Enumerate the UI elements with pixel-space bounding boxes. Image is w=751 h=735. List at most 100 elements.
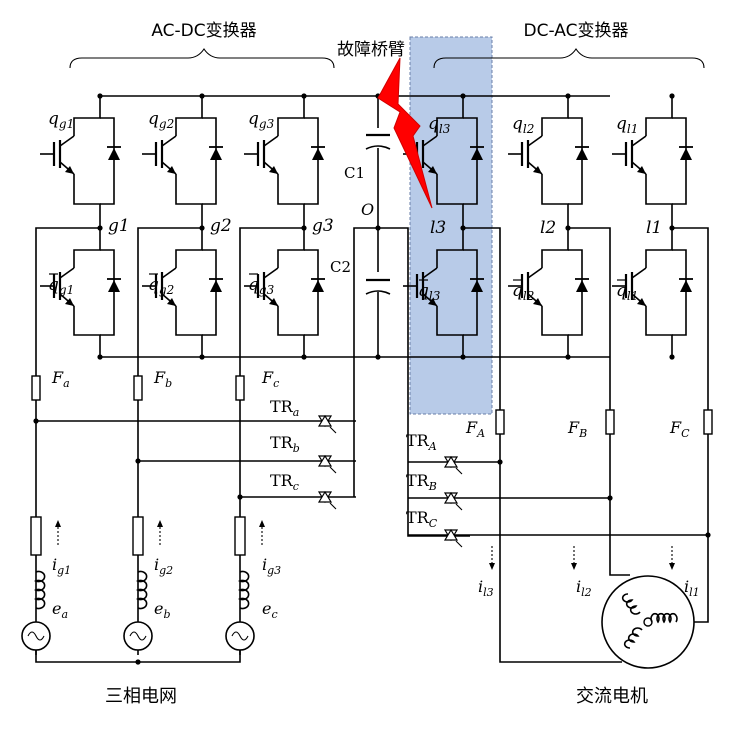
midpoint-label: O	[361, 200, 374, 219]
igbt-arrow	[269, 166, 278, 174]
triac-half-b	[443, 528, 459, 541]
fault-bolt-icon	[377, 57, 433, 209]
igbt-lower-l1	[612, 228, 693, 357]
igbt-upper-l3	[403, 96, 484, 226]
fuse-grid-label: Fc	[261, 368, 279, 390]
igbt-lower-l3	[403, 228, 484, 357]
diode-lead	[463, 249, 478, 336]
triac-motor-b	[443, 491, 463, 511]
neutral-wire-motor	[378, 227, 470, 537]
igbt-collector-lead	[541, 228, 569, 268]
junction-dot	[237, 494, 243, 500]
igbt-upper-g3	[244, 96, 325, 226]
igbt-upper-g1	[40, 96, 121, 226]
switch-label-qbl3: ql3	[418, 281, 441, 303]
current-motor-label: il2	[576, 577, 592, 599]
igbt-emitter-lead	[277, 306, 305, 357]
igbt-emitter-lead	[541, 306, 569, 357]
grid-inductor-1	[33, 570, 46, 610]
igbt-collector-lead	[73, 228, 101, 268]
igbt-collector	[422, 135, 438, 147]
node-label-l3: l3	[430, 218, 446, 238]
igbt-lower-g1	[40, 228, 121, 357]
sine-icon	[27, 631, 45, 641]
dcac-title: DC-AC变换器	[524, 21, 629, 41]
switch-label-qbg3: qg3	[248, 275, 275, 297]
switch-label-qg2: qg2	[148, 109, 174, 131]
arrowhead	[259, 520, 265, 527]
diode-lead	[304, 117, 319, 205]
triac-motor-label: TRB	[406, 471, 437, 493]
fuse-grid-2	[133, 375, 143, 401]
igbt-upper-g2	[142, 96, 223, 226]
acdc-brace	[69, 48, 335, 69]
arrowhead	[489, 563, 495, 570]
diode-lead	[463, 117, 478, 205]
diode-lead	[568, 249, 583, 336]
triac-grid-label: TRa	[270, 397, 299, 419]
fuse-motor-2	[605, 409, 615, 435]
igbt-collector	[631, 267, 647, 279]
igbt-collector	[161, 267, 177, 279]
triac-gate	[329, 466, 337, 474]
switch-label-qbl2: ql2	[512, 281, 534, 303]
switch-label-qg3: qg3	[248, 109, 275, 131]
current-grid-label: ig2	[154, 555, 173, 577]
igbt-emitter-lead	[175, 174, 203, 226]
diode	[312, 148, 324, 160]
igbt-collector-lead	[73, 96, 101, 136]
fuse-grid-1	[31, 375, 41, 401]
igbt-collector-lead	[277, 96, 305, 136]
junction-dot	[135, 458, 141, 464]
fuse-grid-3	[235, 375, 245, 401]
igbt-collector-lead	[645, 96, 673, 136]
igbt-emitter-lead	[175, 306, 203, 357]
igbt-arrow	[65, 298, 74, 306]
diode	[108, 148, 120, 160]
igbt-collector	[59, 267, 75, 279]
igbt-emitter-lead	[436, 174, 464, 226]
source-label: ea	[52, 599, 68, 621]
triac-motor-c	[443, 528, 463, 548]
diode-lead	[100, 249, 115, 336]
igbt-arrow	[533, 166, 542, 174]
igbt-arrow	[533, 298, 542, 306]
acdc-title: AC-DC变换器	[151, 21, 256, 41]
current-motor-label: il3	[478, 577, 494, 599]
grid-phase-2	[137, 227, 202, 655]
node-label-l1: l1	[646, 218, 662, 238]
dcac-brace	[433, 48, 705, 69]
igbt-collector-lead	[175, 228, 203, 268]
arrowhead	[55, 520, 61, 527]
igbt-emitter-lead	[541, 174, 569, 226]
grid-label: 三相电网	[105, 686, 177, 707]
triac-grid-b	[317, 454, 337, 474]
node-label-g1: g1	[108, 216, 130, 236]
diode	[680, 280, 692, 292]
switch-label-ql3: ql3	[428, 114, 451, 136]
node-label-l2: l2	[540, 218, 556, 238]
igbt-collector-lead	[175, 96, 203, 136]
neutral-wire-grid-a	[353, 227, 378, 400]
diode	[576, 148, 588, 160]
igbt-collector-lead	[541, 96, 569, 136]
fuse-motor-3	[703, 409, 713, 435]
diode	[210, 148, 222, 160]
fuse-motor-label: FA	[465, 418, 485, 440]
igbt-emitter-lead	[277, 174, 305, 226]
grid-phase-3	[239, 227, 304, 655]
motor-winding-1	[621, 593, 641, 615]
igbt-collector-lead	[436, 228, 464, 268]
igbt-lower-l2	[508, 228, 589, 357]
diode-lead	[672, 249, 687, 336]
wiring	[33, 93, 711, 665]
igbt-collector	[631, 135, 647, 147]
motor-phase-wire-3	[672, 227, 709, 410]
current-grid-label: ig1	[52, 555, 71, 577]
igbt-arrow	[65, 166, 74, 174]
diode-lead	[202, 249, 217, 336]
igbt-collector	[527, 267, 543, 279]
igbt-emitter-lead	[73, 174, 101, 226]
igbt-collector	[527, 135, 543, 147]
